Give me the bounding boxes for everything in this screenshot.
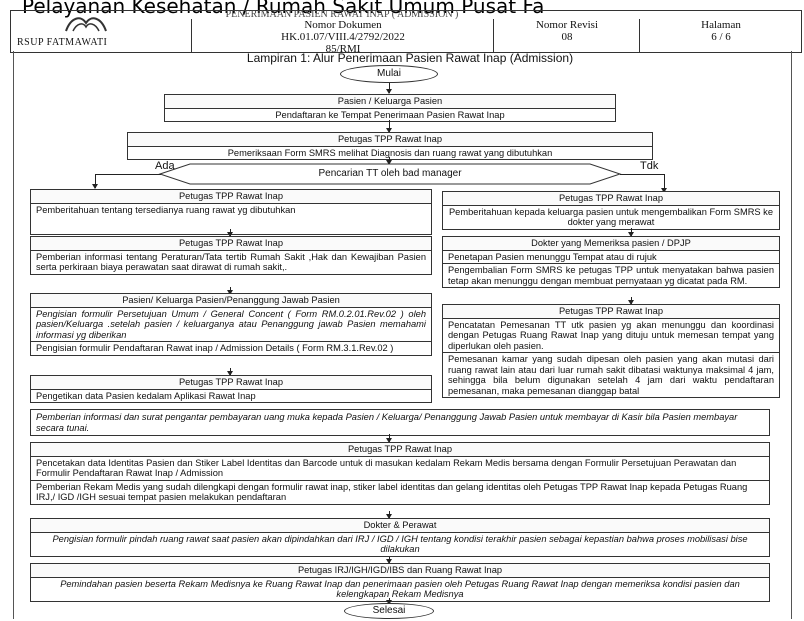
right-booking-body2: Pemesanan kamar yang sudah dipesan oleh … — [443, 352, 779, 397]
transfer-box: Petugas IRJ/IGH/IGD/IBS dan Ruang Rawat … — [30, 563, 770, 602]
step-form-check-body: Pemeriksaan Form SMRS melihat Diagnosis … — [227, 147, 553, 158]
lampiran-title: Lampiran 1: Alur Penerimaan Pasien Rawat… — [246, 51, 574, 65]
arrow — [386, 157, 392, 165]
org-name: RSUP FATMAWATI — [17, 37, 108, 48]
left-rules-body: Pemberian informasi tentang Peraturan/Ta… — [36, 251, 426, 273]
right-booking-head: Petugas TPP Rawat Inap — [443, 305, 779, 319]
doc-number-line1: HK.01.07/VIII.4/2792/2022 — [281, 31, 405, 43]
print-identity-body2: Pemberian Rekam Medis yang sudah dilengk… — [31, 479, 769, 504]
left-rules-box: Petugas TPP Rawat Inap Pemberian informa… — [30, 236, 432, 275]
arrow — [386, 83, 392, 94]
right-doctor-body1: Penetapan Pasien menunggu Tempat atau di… — [448, 251, 657, 262]
page-cell: Halaman 6 / 6 — [639, 19, 802, 52]
arrow — [386, 511, 392, 519]
step-registration-body: Pendaftaran ke Tempat Penerimaan Pasien … — [275, 109, 505, 120]
left-rules-head: Petugas TPP Rawat Inap — [31, 237, 431, 251]
page-label: Halaman — [701, 19, 741, 31]
yes-label: Ada — [155, 160, 175, 172]
step-form-check: Petugas TPP Rawat Inap Pemeriksaan Form … — [127, 132, 653, 160]
step-form-check-head: Petugas TPP Rawat Inap — [128, 133, 652, 147]
print-identity-body1: Pencetakan data Identitas Pasien dan Sti… — [36, 457, 737, 479]
left-entry-body: Pengetikan data Pasien kedalam Aplikasi … — [36, 390, 256, 401]
no-label: Tdk — [640, 160, 659, 172]
right-doctor-body2: Pengembalian Form SMRS ke petugas TPP un… — [443, 263, 779, 287]
arrow — [227, 287, 233, 295]
arrow — [628, 228, 634, 237]
arrow — [386, 434, 392, 443]
revision-cell: Nomor Revisi 08 — [493, 19, 640, 52]
right-booking-box: Petugas TPP Rawat Inap Pencatatan Pemesa… — [442, 304, 780, 398]
step-registration: Pasien / Keluarga Pasien Pendaftaran ke … — [164, 94, 616, 122]
top-title: PENERIMAAN PASIEN RAWAT INAP ( ADMISSION… — [225, 10, 459, 20]
step-registration-head: Pasien / Keluarga Pasien — [165, 95, 615, 109]
doc-number-line2: 85/RMI — [325, 43, 361, 55]
doctor-nurse-body: Pengisian formulir pindah ruang rawat sa… — [52, 533, 748, 555]
right-notify-body: Pemberitahuan kepada keluarga pasien unt… — [448, 206, 774, 228]
doctor-nurse-head: Dokter & Perawat — [31, 519, 769, 533]
print-identity-box: Petugas TPP Rawat Inap Pencetakan data I… — [30, 442, 770, 505]
page-value: 6 / 6 — [711, 31, 731, 43]
doc-number-label: Nomor Dokumen — [304, 19, 382, 31]
flowchart-page — [13, 51, 792, 619]
connector-line — [95, 174, 161, 175]
right-notify-box: Petugas TPP Rawat Inap Pemberitahuan kep… — [442, 191, 780, 230]
transfer-head: Petugas IRJ/IGH/IGD/IBS dan Ruang Rawat … — [31, 564, 769, 578]
connector-line — [620, 174, 665, 175]
left-entry-box: Petugas TPP Rawat Inap Pengetikan data P… — [30, 375, 432, 403]
left-availability-box: Petugas TPP Rawat Inap Pemberitahuan ten… — [30, 189, 432, 235]
page-overlay-title: Pelayanan Kesehatan / Rumah Sakit Umum P… — [22, 0, 545, 18]
arrow — [227, 368, 233, 376]
left-consent-body2: Pengisian formulir Pendaftaran Rawat ina… — [31, 341, 431, 355]
document-header: RSUP FATMAWATI PENERIMAAN PASIEN RAWAT I… — [10, 10, 802, 55]
end-terminator: Selesai — [344, 603, 434, 619]
payment-info-box: Pemberian informasi dan surat pengantar … — [30, 409, 770, 436]
arrow — [661, 174, 667, 193]
left-availability-head: Petugas TPP Rawat Inap — [31, 190, 431, 204]
logo-cell: RSUP FATMAWATI — [11, 11, 191, 52]
arrow — [386, 120, 392, 133]
revision-label: Nomor Revisi — [535, 19, 599, 31]
arrow — [92, 174, 98, 189]
left-availability-body: Pemberitahuan tentang tersedianya ruang … — [36, 204, 296, 215]
revision-value: 08 — [561, 31, 573, 43]
start-terminator: Mulai — [340, 65, 438, 83]
right-doctor-box: Dokter yang Memeriksa pasien / DPJP Pene… — [442, 236, 780, 288]
arrow — [628, 297, 634, 305]
hospital-logo-icon — [65, 17, 107, 32]
arrow — [386, 557, 392, 564]
decision-text: Pencarian TT oleh bad manager — [318, 168, 462, 179]
left-consent-box: Pasien/ Keluarga Pasien/Penanggung Jawab… — [30, 293, 432, 356]
doctor-nurse-box: Dokter & Perawat Pengisian formulir pind… — [30, 518, 770, 557]
print-identity-head: Petugas TPP Rawat Inap — [31, 443, 769, 457]
transfer-body: Pemindahan pasien beserta Rekam Medisnya… — [60, 578, 740, 600]
left-consent-body1: Pengisian formulir Persetujuan Umum / Ge… — [36, 308, 426, 340]
right-doctor-head: Dokter yang Memeriksa pasien / DPJP — [443, 237, 779, 251]
right-booking-body1: Pencatatan Pemesanan TT utk pasien yg ak… — [448, 319, 774, 351]
left-consent-head: Pasien/ Keluarga Pasien/Penanggung Jawab… — [31, 294, 431, 308]
right-notify-head: Petugas TPP Rawat Inap — [443, 192, 779, 206]
doc-number-cell: Nomor Dokumen HK.01.07/VIII.4/2792/2022 … — [191, 19, 494, 55]
left-entry-head: Petugas TPP Rawat Inap — [31, 376, 431, 390]
arrow — [227, 229, 233, 237]
payment-info-body: Pemberian informasi dan surat pengantar … — [36, 412, 738, 433]
